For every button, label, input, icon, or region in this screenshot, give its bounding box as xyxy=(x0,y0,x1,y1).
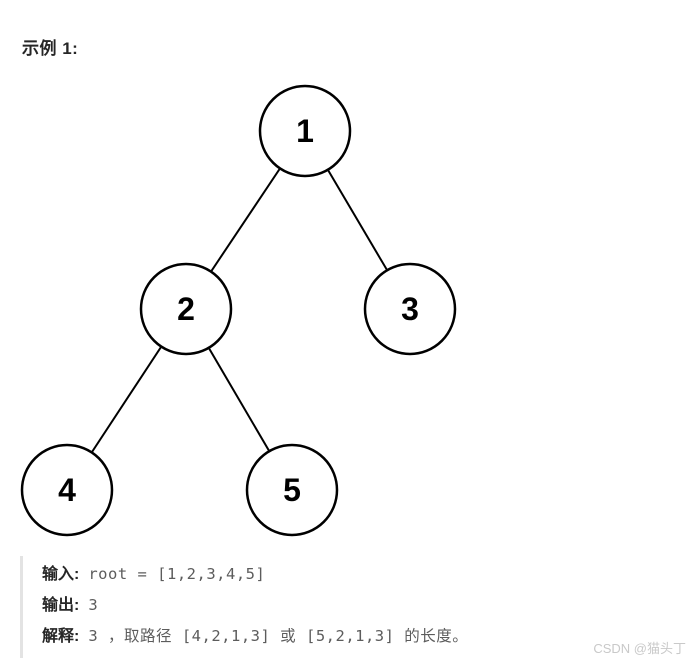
input-value: root = [1,2,3,4,5] xyxy=(88,565,266,583)
tree-node-1: 1 xyxy=(258,84,352,178)
tree-node-label: 1 xyxy=(296,113,314,149)
tree-node-5: 5 xyxy=(245,443,339,537)
explanation-label: 解释: xyxy=(42,628,80,645)
explanation-value: 3 ，取路径 [4,2,1,3] 或 [5,2,1,3] 的长度。 xyxy=(88,627,469,645)
tree-node-2: 2 xyxy=(139,262,233,356)
tree-node-circle xyxy=(139,262,233,356)
tree-node-circle xyxy=(363,262,457,356)
tree-node-3: 3 xyxy=(363,262,457,356)
binary-tree-diagram: 1 2 3 4 5 xyxy=(20,84,457,537)
example-io-block: 输入: root = [1,2,3,4,5] 输出: 3 解释: 3 ，取路径 [4,… xyxy=(20,556,620,658)
input-line: 输入: root = [1,2,3,4,5] xyxy=(42,559,620,590)
tree-node-circle xyxy=(20,443,114,537)
tree-node-label: 4 xyxy=(58,472,76,508)
tree-node-circle xyxy=(258,84,352,178)
csdn-watermark: CSDN @猫头丁 xyxy=(593,641,686,656)
tree-node-4: 4 xyxy=(20,443,114,537)
tree-node-circle xyxy=(245,443,339,537)
input-label: 输入: xyxy=(42,566,80,583)
tree-node-label: 3 xyxy=(401,291,419,327)
tree-node-label: 2 xyxy=(177,291,195,327)
explanation-line: 解释: 3 ，取路径 [4,2,1,3] 或 [5,2,1,3] 的长度。 xyxy=(42,621,620,652)
tree-node-label: 5 xyxy=(283,472,301,508)
example-heading: 示例 1: xyxy=(22,39,79,58)
output-line: 输出: 3 xyxy=(42,590,620,621)
output-label: 输出: xyxy=(42,597,80,614)
output-value: 3 xyxy=(88,596,99,614)
